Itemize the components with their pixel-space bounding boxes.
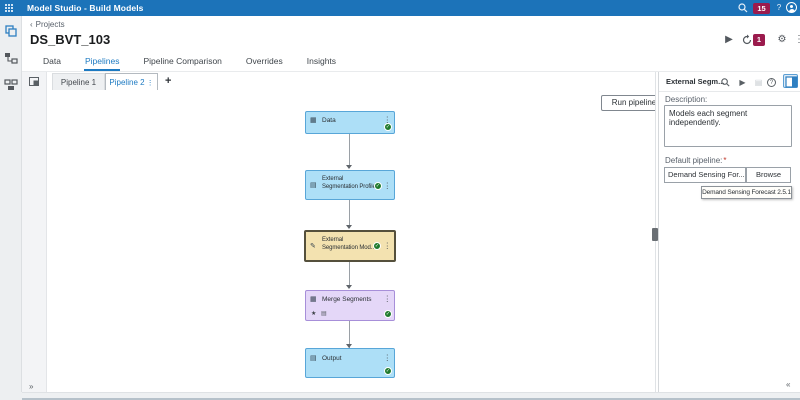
description-textarea[interactable]: Models each segment independently. (664, 105, 792, 147)
notifications-badge[interactable]: 15 (753, 3, 770, 14)
success-check-icon: ✓ (373, 242, 381, 250)
panel-help-icon[interactable]: ? (767, 78, 776, 87)
project-alert-badge[interactable]: 1 (753, 34, 765, 46)
node-menu-icon[interactable]: ⋮ (383, 353, 392, 362)
zoom-icon[interactable] (719, 76, 732, 89)
results-disabled-icon: ▤ (754, 78, 763, 87)
connector-arrow-icon (346, 225, 352, 229)
add-pipeline-button[interactable]: + (165, 75, 172, 87)
success-check-icon: ✓ (384, 367, 392, 375)
connector-line (349, 262, 350, 288)
expand-nodes-panel-icon[interactable] (29, 77, 39, 88)
success-check-icon: ✓ (384, 123, 392, 131)
search-icon[interactable] (737, 2, 749, 14)
default-pipeline-input[interactable]: Demand Sensing For... (664, 167, 746, 183)
tab-insights[interactable]: Insights (306, 56, 337, 66)
connector-arrow-icon (346, 165, 352, 169)
breadcrumb-label: Projects (35, 20, 65, 29)
connector-line (349, 200, 350, 228)
options-panel-title: External Segm... (666, 77, 725, 86)
project-header: ‹Projects DS_BVT_103 ▶ 1 ⚙ ⋮ Data Pipeli… (22, 16, 800, 72)
pipeline-canvas[interactable]: Pipeline 1 Pipeline 2⋮ + Run pipeline ▦ … (47, 72, 667, 392)
sidebar-bottom-filler (0, 392, 22, 400)
page-title: DS_BVT_103 (30, 32, 111, 47)
required-marker: * (723, 156, 727, 165)
pipeline-tab-2-label: Pipeline 2 (109, 78, 145, 87)
node-merge-segments[interactable]: ▦ Merge Segments ⋮ ★ ▤ ✓ (305, 290, 395, 321)
node-label: External Segmentation Profile (322, 176, 376, 191)
node-label: Data (322, 117, 336, 124)
expand-bottom-left-icon[interactable]: » (29, 382, 34, 391)
main-tab-bar: Data Pipelines Pipeline Comparison Overr… (42, 54, 337, 71)
browse-button[interactable]: Browse (746, 167, 791, 183)
projects-nav-icon[interactable] (4, 24, 18, 38)
more-options-icon[interactable]: ⋮ (794, 34, 800, 45)
toggle-options-panel-icon[interactable] (783, 74, 798, 88)
left-nav-rail (0, 16, 22, 400)
node-output[interactable]: ▤ Output ⋮ ✓ (305, 348, 395, 378)
node-menu-icon[interactable]: ⋮ (383, 294, 392, 303)
run-project-icon[interactable]: ▶ (725, 34, 733, 45)
tab-pipelines[interactable]: Pipelines (83, 54, 121, 71)
node-menu-icon[interactable]: ⋮ (383, 181, 392, 190)
pipeline-tooltip: Demand Sensing Forecast 2.5.1 (701, 186, 792, 199)
refresh-icon[interactable] (740, 33, 754, 47)
pipeline-tab-menu-icon[interactable]: ⋮ (146, 80, 154, 87)
collapsed-left-panel: » (22, 72, 47, 392)
connector-arrow-icon (346, 344, 352, 348)
edit-pen-icon: ✎ (310, 243, 316, 250)
merge-table-icon: ▦ (310, 296, 317, 303)
node-label: Output (322, 355, 342, 362)
options-panel-header: External Segm... ▶ ▤ ? (659, 72, 800, 92)
settings-nav-icon[interactable] (4, 78, 18, 92)
default-pipeline-label-text: Default pipeline: (665, 156, 723, 165)
pipeline-tab-1[interactable]: Pipeline 1 (52, 73, 105, 90)
workspace: » Pipeline 1 Pipeline 2⋮ + Run pipeline … (22, 72, 800, 392)
node-external-segmentation-profile[interactable]: ▤ External Segmentation Profile ✓ ⋮ (305, 170, 395, 200)
success-check-icon: ✓ (384, 310, 392, 318)
node-data[interactable]: ▦ Data ⋮ ✓ (305, 111, 395, 134)
node-external-segmentation-model[interactable]: ✎ External Segmentation Mod... ✓ ⋮ (304, 230, 396, 262)
app-title: Model Studio - Build Models (27, 3, 144, 13)
gear-icon[interactable]: ⚙ (777, 34, 787, 45)
connector-arrow-icon (346, 285, 352, 289)
results-icon: ▤ (321, 311, 327, 317)
profile-table-icon: ▤ (310, 182, 317, 189)
splitter-grip-handle[interactable] (652, 228, 658, 241)
connector-line (349, 134, 350, 168)
help-icon[interactable]: ? (776, 3, 782, 12)
champion-star-icon: ★ (311, 311, 317, 317)
description-label: Description: (665, 95, 708, 104)
success-check-icon: ✓ (374, 182, 382, 190)
default-pipeline-label: Default pipeline:* (665, 156, 727, 165)
data-table-icon: ▦ (310, 117, 317, 124)
back-chevron-icon: ‹ (30, 20, 33, 29)
app-switcher-icon[interactable] (5, 4, 14, 13)
tab-pipeline-comparison[interactable]: Pipeline Comparison (143, 56, 222, 66)
app-bar: Model Studio - Build Models 15 ? (0, 0, 800, 16)
breadcrumb[interactable]: ‹Projects (30, 20, 65, 29)
pipeline-tab-2[interactable]: Pipeline 2⋮ (105, 73, 158, 90)
bottom-status-strip (22, 392, 800, 400)
output-table-icon: ▤ (310, 355, 317, 362)
user-avatar-icon[interactable] (786, 2, 797, 13)
node-menu-icon[interactable]: ⋮ (383, 115, 392, 124)
run-pipeline-button[interactable]: Run pipeline (601, 95, 667, 111)
tab-data[interactable]: Data (43, 56, 61, 66)
run-node-icon[interactable]: ▶ (739, 78, 746, 87)
exchange-nav-icon[interactable] (4, 51, 18, 65)
tab-overrides[interactable]: Overrides (245, 56, 283, 66)
node-label: External Segmentation Mod... (322, 237, 376, 252)
node-options-panel: External Segm... ▶ ▤ ? Description: Mode… (658, 72, 800, 392)
node-menu-icon[interactable]: ⋮ (383, 241, 392, 250)
node-label: Merge Segments (322, 296, 372, 303)
connector-line (349, 321, 350, 348)
collapse-right-panel-icon[interactable]: « (786, 380, 791, 389)
